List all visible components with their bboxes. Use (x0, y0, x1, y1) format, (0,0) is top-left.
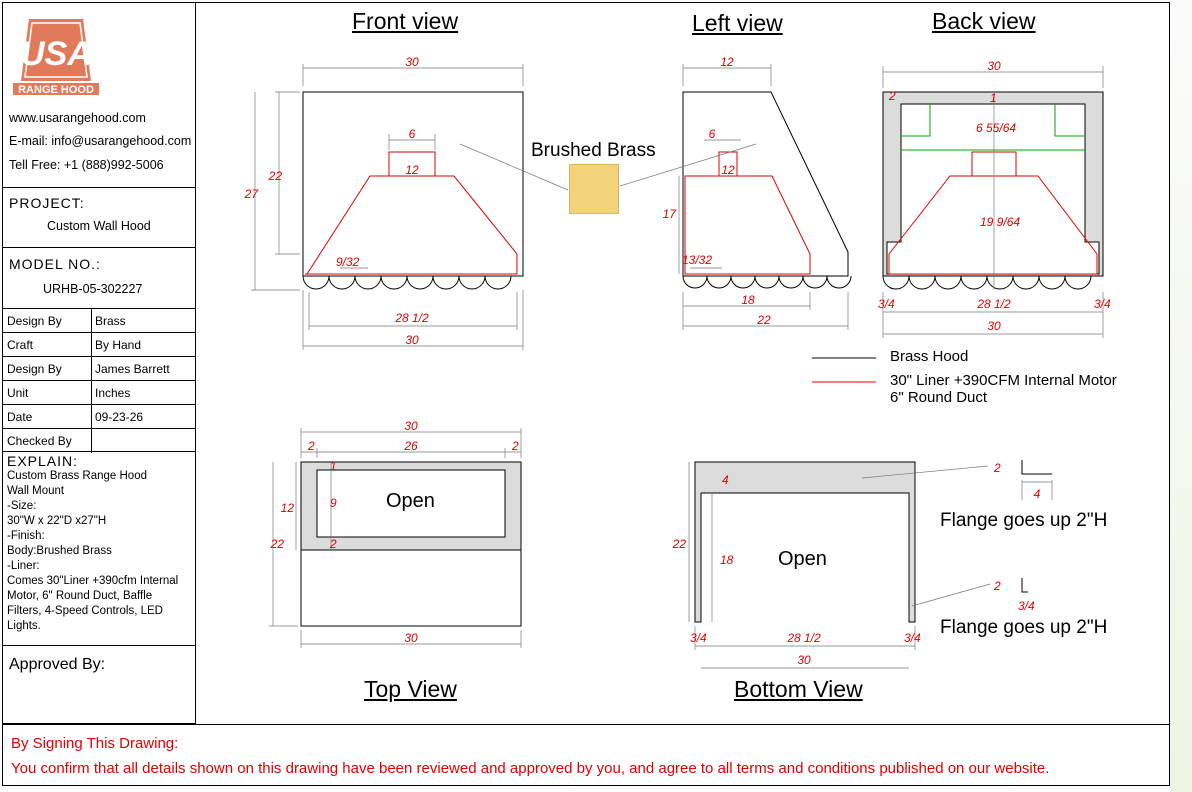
flange-note-1: Flange goes up 2"H (940, 510, 1108, 531)
back-view-drawing (882, 66, 1104, 338)
top-open-label: Open (386, 490, 435, 512)
svg-text:13/32: 13/32 (682, 253, 712, 267)
svg-text:27: 27 (244, 187, 260, 201)
project-label: PROJECT: (9, 195, 85, 211)
front-view-title: Front view (352, 8, 459, 34)
svg-text:2: 2 (307, 439, 315, 453)
svg-text:19 9/64: 19 9/64 (980, 215, 1020, 229)
front-view-drawing (251, 64, 569, 350)
signature-footer: By Signing This Drawing: You confirm tha… (2, 724, 1170, 786)
top-view-title: Top View (364, 676, 457, 702)
svg-text:RANGE HOOD: RANGE HOOD (18, 84, 94, 95)
svg-text:12: 12 (720, 55, 734, 69)
svg-text:3/4: 3/4 (690, 631, 707, 645)
footer-heading: By Signing This Drawing: (11, 735, 179, 752)
svg-text:6: 6 (709, 127, 716, 141)
svg-text:22: 22 (268, 169, 283, 183)
footer-disclaimer: You confirm that all details shown on th… (11, 760, 1050, 777)
bottom-open-label: Open (778, 548, 827, 570)
svg-text:30: 30 (797, 653, 811, 667)
svg-text:12: 12 (721, 163, 735, 177)
svg-text:3/4: 3/4 (1094, 297, 1111, 311)
dimension-labels: 30 22 27 6 12 9/32 28 1/2 30 12 6 12 17 … (244, 55, 1111, 667)
legend-liner-label: 30" Liner +390CFM Internal Motor (890, 372, 1117, 389)
email-text: E-mail: info@usarangehood.com (9, 134, 192, 148)
svg-text:3/4: 3/4 (904, 631, 921, 645)
left-view-drawing (619, 64, 852, 330)
svg-text:6: 6 (409, 127, 416, 141)
svg-text:28 1/2: 28 1/2 (786, 631, 821, 645)
website-text: www.usarangehood.com (9, 111, 146, 125)
svg-text:28 1/2: 28 1/2 (976, 297, 1011, 311)
model-value: URHB-05-302227 (43, 282, 143, 296)
svg-text:26: 26 (403, 439, 418, 453)
svg-text:12: 12 (281, 501, 295, 515)
svg-text:30: 30 (987, 59, 1001, 73)
svg-text:4: 4 (722, 473, 729, 487)
finish-label: Brushed Brass (531, 140, 656, 161)
bottom-view-title: Bottom View (734, 676, 863, 702)
svg-text:USA: USA (20, 35, 92, 73)
svg-text:4: 4 (1034, 487, 1041, 501)
svg-text:2: 2 (329, 537, 337, 551)
svg-text:2: 2 (888, 89, 896, 103)
svg-text:18: 18 (741, 293, 755, 307)
phone-text: Tell Free: +1 (888)992-5006 (9, 158, 164, 172)
svg-text:30: 30 (987, 319, 1001, 333)
svg-text:30: 30 (404, 631, 418, 645)
left-view-title: Left view (692, 10, 783, 36)
svg-text:18: 18 (720, 553, 734, 567)
svg-text:22: 22 (270, 537, 285, 551)
title-block: USA RANGE HOOD www.usarangehood.com E-ma… (2, 2, 196, 724)
svg-text:30: 30 (405, 333, 419, 347)
usa-range-hood-logo: USA RANGE HOOD (13, 19, 99, 95)
svg-text:1: 1 (330, 459, 337, 473)
svg-text:22: 22 (756, 313, 771, 327)
meta-row: Checked By (3, 428, 195, 453)
svg-text:30: 30 (405, 55, 419, 69)
brass-swatch (569, 164, 619, 214)
approved-by-label: Approved By: (9, 656, 106, 673)
svg-text:30: 30 (404, 419, 418, 433)
explain-label: EXPLAIN: (7, 453, 79, 469)
flange-note-2: Flange goes up 2"H (940, 617, 1108, 638)
svg-text:28 1/2: 28 1/2 (394, 311, 429, 325)
svg-text:6 55/64: 6 55/64 (976, 121, 1016, 135)
legend-brass-label: Brass Hood (890, 348, 969, 365)
svg-text:22: 22 (672, 537, 687, 551)
top-view-drawing (269, 428, 522, 648)
svg-text:3/4: 3/4 (1018, 599, 1035, 613)
project-value: Custom Wall Hood (47, 219, 151, 233)
bottom-view-drawing (688, 460, 1053, 669)
right-margin (1170, 0, 1192, 792)
svg-text:2: 2 (511, 439, 519, 453)
svg-text:2: 2 (993, 579, 1001, 593)
legend-duct-label: 6" Round Duct (890, 389, 988, 406)
svg-text:3/4: 3/4 (878, 297, 895, 311)
svg-text:1: 1 (990, 91, 997, 105)
svg-text:2: 2 (993, 461, 1001, 475)
back-view-title: Back view (932, 8, 1036, 34)
svg-text:9/32: 9/32 (336, 255, 360, 269)
model-label: MODEL NO.: (9, 256, 101, 272)
svg-text:12: 12 (405, 163, 419, 177)
svg-text:17: 17 (663, 207, 678, 221)
svg-text:9: 9 (330, 496, 337, 510)
drawing-frame (196, 2, 1170, 724)
